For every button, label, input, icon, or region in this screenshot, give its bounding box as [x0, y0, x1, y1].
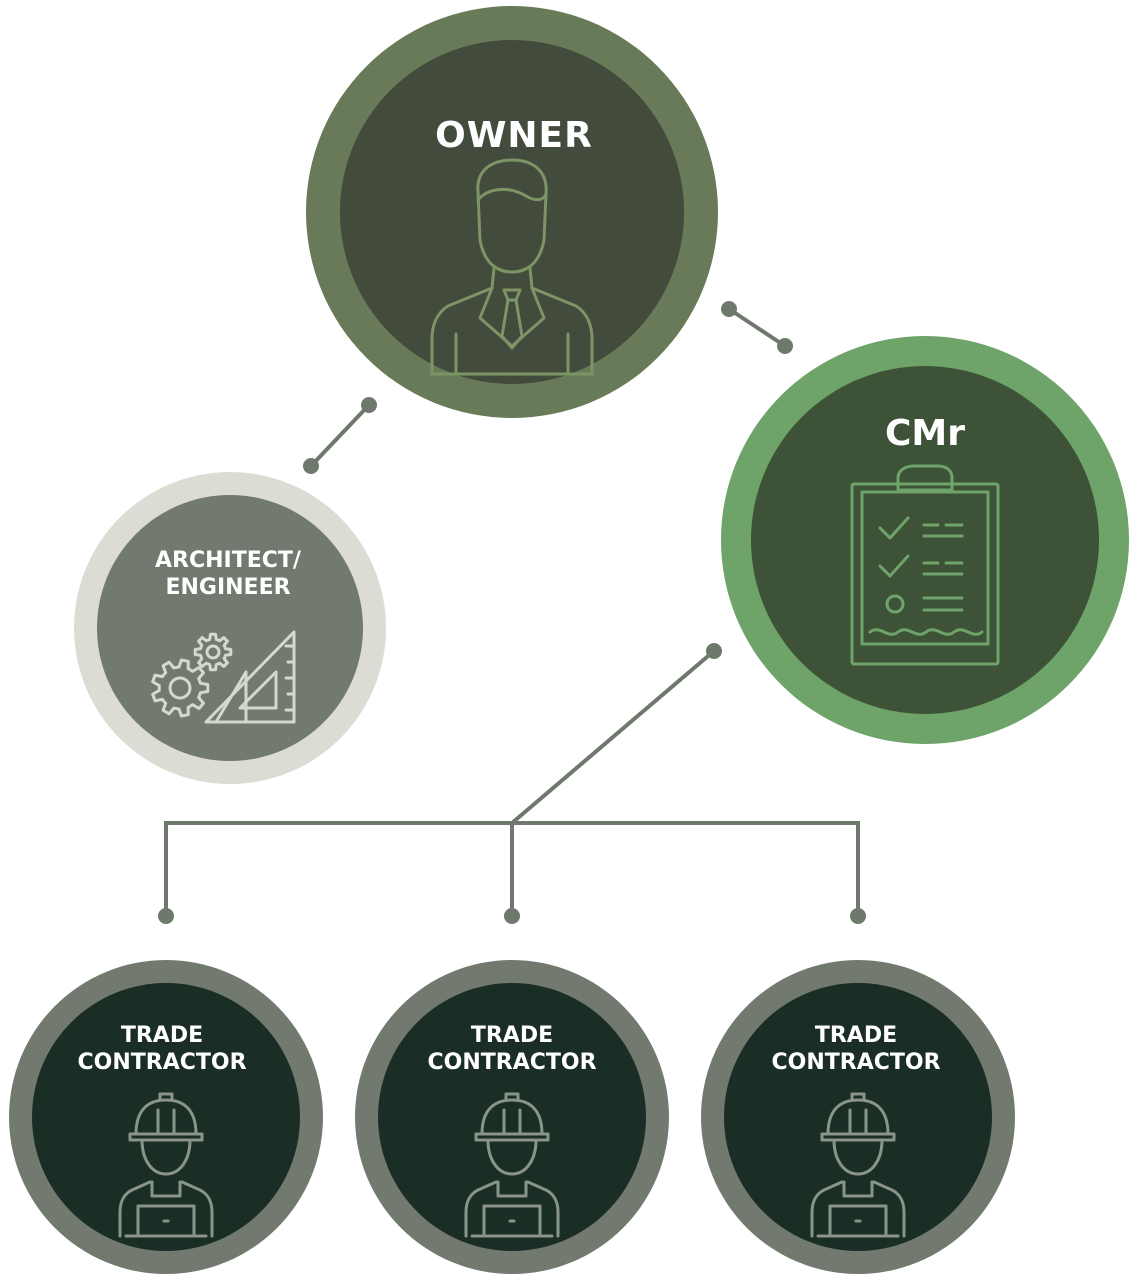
- connector-dot: [777, 338, 793, 354]
- worker-body-part: [464, 1180, 498, 1238]
- worker-with-hardhat-and-laptop-icon: [464, 1092, 560, 1238]
- connectors: [158, 301, 866, 924]
- worker-with-hardhat-and-laptop-icon: [810, 1092, 906, 1238]
- architect-label-line1: ARCHITECT/: [155, 548, 302, 573]
- clipboard-checklist-icon: [850, 464, 1000, 666]
- hardhat-part: [820, 1132, 896, 1142]
- architect-node: ARCHITECT/ ENGINEER: [74, 472, 386, 784]
- worker-body-part: [496, 1180, 528, 1198]
- worker-body-part: [118, 1180, 152, 1238]
- worker-body-part: [842, 1180, 874, 1198]
- trade-contractor-node: TRADE CONTRACTOR: [355, 960, 669, 1274]
- trade-contractor-label-line1: TRADE: [121, 1023, 203, 1048]
- worker-body-part: [150, 1180, 182, 1198]
- connector-owner-architect: [309, 403, 371, 468]
- connector-owner-cmr: [727, 307, 787, 348]
- hardhat-part: [480, 1098, 544, 1136]
- worker-with-hardhat-and-laptop-icon: [118, 1092, 214, 1238]
- gear-outline: [151, 658, 210, 718]
- trade-contractor-label-line2: CONTRACTOR: [427, 1050, 596, 1075]
- architect-disc: [97, 495, 363, 761]
- trade-contractor-node: TRADE CONTRACTOR: [701, 960, 1015, 1274]
- businessman-icon: [430, 158, 594, 376]
- worker-body-part: [180, 1180, 214, 1238]
- connector-dot: [706, 643, 722, 659]
- worker-body-part: [872, 1180, 906, 1238]
- cmr-node: CMr: [721, 336, 1129, 744]
- owner-disc: [340, 40, 684, 384]
- trade-contractor-label-line1: TRADE: [815, 1023, 897, 1048]
- trade-contractor-disc: [32, 983, 300, 1251]
- trade-contractor-label-line2: CONTRACTOR: [77, 1050, 246, 1075]
- worker-body-part: [832, 1138, 884, 1176]
- gear-hole: [168, 676, 192, 700]
- gear-hole: [205, 644, 221, 660]
- owner-node: OWNER: [306, 6, 718, 418]
- hardhat-part: [158, 1092, 174, 1102]
- cmr-label: CMr: [885, 413, 965, 454]
- connector-dot: [721, 301, 737, 317]
- connector-dot: [850, 908, 866, 924]
- architect-label-line2: ENGINEER: [165, 575, 290, 600]
- gears-and-triangle-ruler-icon: [151, 630, 296, 724]
- connector-dot: [158, 908, 174, 924]
- connector-dot: [361, 397, 377, 413]
- connector-dot: [504, 908, 520, 924]
- trade-contractor-disc: [378, 983, 646, 1251]
- trade-contractor-disc: [724, 983, 992, 1251]
- trade-contractor-label-line1: TRADE: [471, 1023, 553, 1048]
- hardhat-part: [826, 1098, 890, 1136]
- connector-dot: [303, 458, 319, 474]
- owner-label: OWNER: [435, 115, 593, 156]
- cmr-disc: [751, 366, 1099, 714]
- trade-contractor-node: TRADE CONTRACTOR: [9, 960, 323, 1274]
- worker-body-part: [486, 1138, 538, 1176]
- worker-body-part: [526, 1180, 560, 1238]
- hardhat-part: [850, 1092, 866, 1102]
- worker-body-part: [140, 1138, 192, 1176]
- gear-outline: [193, 632, 233, 672]
- worker-body-part: [810, 1180, 844, 1238]
- trade-contractor-label-line2: CONTRACTOR: [771, 1050, 940, 1075]
- hardhat-part: [134, 1098, 198, 1136]
- connector-cmr-trades: [510, 649, 716, 825]
- hardhat-part: [128, 1132, 204, 1142]
- hardhat-part: [504, 1092, 520, 1102]
- hardhat-part: [474, 1132, 550, 1142]
